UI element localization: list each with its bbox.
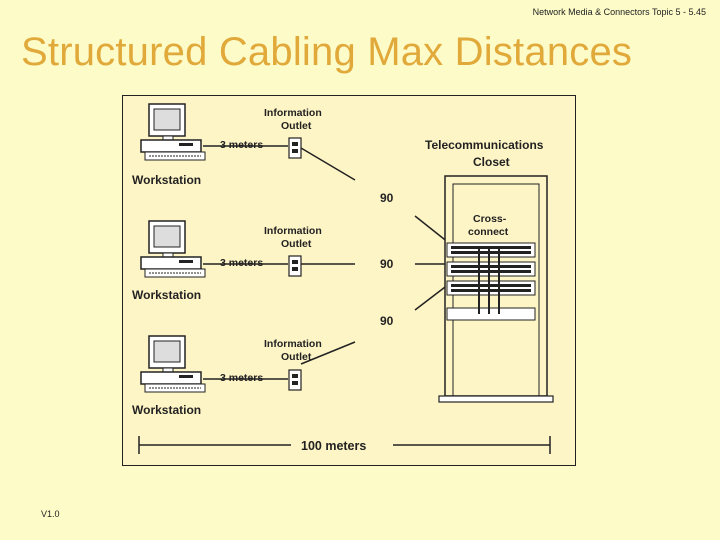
closet-label-line1: Telecommunications [425,138,544,152]
workstation-icon [140,220,206,278]
outlet-icon [288,137,302,159]
horizontal-distance-label-3: 90 [380,314,394,328]
workstation-icon [140,103,206,161]
patch-distance-label: 3 meters [220,372,263,384]
horizontal-distance-label-2: 90 [380,257,394,271]
outlet-label-line1: Information [264,225,322,237]
crossconnect-label-line2: connect [468,226,509,238]
outlet-label-line1: Information [264,338,322,350]
version-label: V1.0 [41,509,60,519]
outlet-icon [288,255,302,277]
workstation-group-3: Workstation Information Outlet 3 meters [132,335,356,417]
workstation-label: Workstation [132,288,201,302]
patch-distance-label: 3 meters [220,139,263,151]
slide-title: Structured Cabling Max Distances [21,30,633,74]
slide-header: Network Media & Connectors Topic 5 - 5.4… [532,7,706,17]
total-distance-label: 100 meters [301,439,366,453]
closet-label-line2: Closet [473,155,510,169]
horizontal-distance-label-1: 90 [380,191,394,205]
cabling-diagram: Workstation Information Outlet 3 meters … [122,95,576,466]
outlet-label-line2: Outlet [281,351,312,363]
outlet-label-line2: Outlet [281,120,312,132]
workstation-group-2: Workstation Information Outlet 3 meters [132,220,355,302]
telecom-rack: Cross- connect [438,175,554,403]
outlet-label-line1: Information [264,107,322,119]
workstation-label: Workstation [132,403,201,417]
workstation-icon [140,335,206,393]
patch-distance-label: 3 meters [220,257,263,269]
outlet-icon [288,369,302,391]
total-distance-dimension: 100 meters [138,436,551,454]
crossconnect-label-line1: Cross- [473,213,507,225]
workstation-label: Workstation [132,173,201,187]
workstation-group-1: Workstation Information Outlet 3 meters [132,103,356,187]
outlet-label-line2: Outlet [281,238,312,250]
